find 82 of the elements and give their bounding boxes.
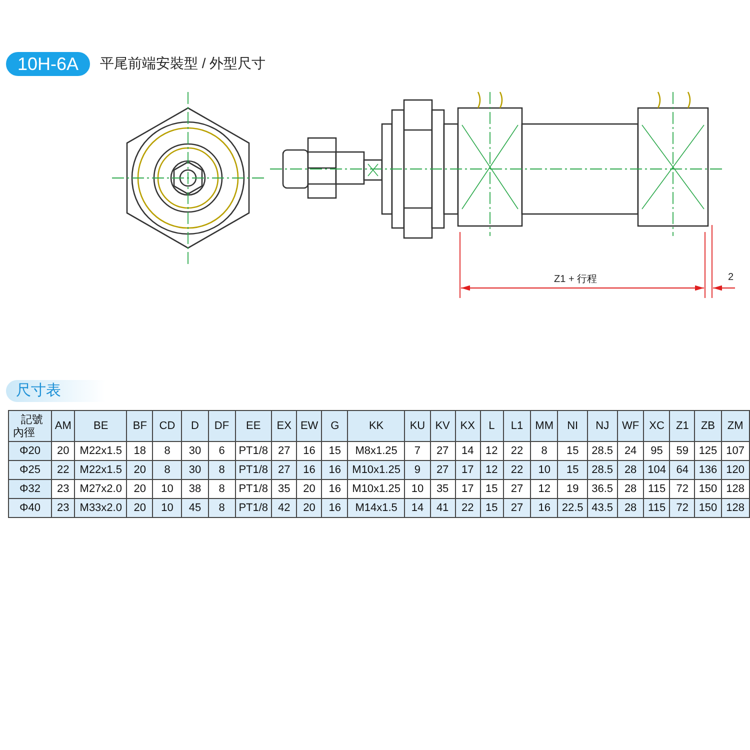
column-header: Z1 [670,410,695,442]
column-header: AM [51,410,75,442]
table-cell: 16 [322,498,348,518]
table-cell: 28.5 [587,460,618,480]
table-cell: PT1/8 [235,498,272,518]
table-cell: 64 [670,460,695,480]
table-cell: 8 [208,460,236,480]
table-cell: 28 [617,498,644,518]
column-header: DF [208,410,236,442]
column-header: D [182,410,208,442]
model-badge: 10H-6A [6,52,90,76]
row-header: Φ40 [8,498,52,518]
table-cell: 8 [208,498,236,518]
table-cell: 16 [296,460,322,480]
table-cell: 72 [670,498,695,518]
row-key-label: 內徑 [13,426,35,440]
heading-text: 平尾前端安裝型 / 外型尺寸 [100,55,266,73]
table-cell: 23 [51,498,75,518]
column-header: ZB [694,410,722,442]
table-cell: 12 [480,460,504,480]
table-cell: 42 [272,498,297,518]
row-header: Φ32 [8,480,52,498]
table-cell: 10 [152,498,182,518]
table-cell: 17 [455,460,480,480]
column-key-label: 記號 [21,413,43,427]
table-cell: 22.5 [558,498,588,518]
table-cell: 20 [296,498,322,518]
column-header: WF [617,410,644,442]
table-cell: 41 [430,498,456,518]
table-cell: 27 [503,498,531,518]
table-cell: 30 [182,460,208,480]
table-cell: M33x2.0 [74,498,127,518]
table-cell: M22x1.5 [74,460,127,480]
table-cell: 115 [644,498,670,518]
column-header: KV [430,410,456,442]
column-header: BE [74,410,127,442]
table-cell: 14 [404,498,430,518]
table-cell: 16 [530,498,558,518]
table-cell: 43.5 [587,498,618,518]
column-header: MM [530,410,558,442]
table-cell: 150 [694,498,722,518]
row-header: Φ25 [8,460,52,480]
column-header: CD [152,410,182,442]
table-cell: 15 [558,460,588,480]
table-cell: 22 [503,460,531,480]
column-header: L [480,410,504,442]
table-cell: 8 [152,460,182,480]
table-cell: PT1/8 [235,460,272,480]
column-header: BF [126,410,153,442]
column-header: XC [644,410,670,442]
table-cell: 27 [430,460,456,480]
table-cell: 10 [530,460,558,480]
row-header: Φ20 [8,442,52,460]
table-cell: 20 [126,460,153,480]
table-cell: M10x1.25 [348,460,405,480]
table-cell: 15 [480,498,504,518]
column-header: NJ [587,410,618,442]
column-header: NI [558,410,588,442]
column-header: EW [296,410,322,442]
table-cell: 104 [644,460,670,480]
dimension-label: Z1 + 行程 [554,273,598,286]
table-cell: 22 [51,460,75,480]
column-header: ZM [721,410,750,442]
table-cell: 136 [694,460,722,480]
column-header: EX [272,410,297,442]
column-header: KX [455,410,480,442]
table-cell: 28 [617,460,644,480]
table-cell: 45 [182,498,208,518]
table-cell: 120 [721,460,750,480]
table-cell: 16 [322,460,348,480]
table-cell: M14x1.5 [348,498,405,518]
table-cell: 128 [721,498,750,518]
table-cell: 20 [126,498,153,518]
table-cell: 9 [404,460,430,480]
column-header: L1 [503,410,531,442]
column-header: G [322,410,348,442]
table-cell: 22 [455,498,480,518]
dimension-label: 2 [728,272,734,283]
column-header: KU [404,410,430,442]
table-cell: 27 [272,460,297,480]
column-header: EE [235,410,272,442]
column-header: KK [348,410,405,442]
